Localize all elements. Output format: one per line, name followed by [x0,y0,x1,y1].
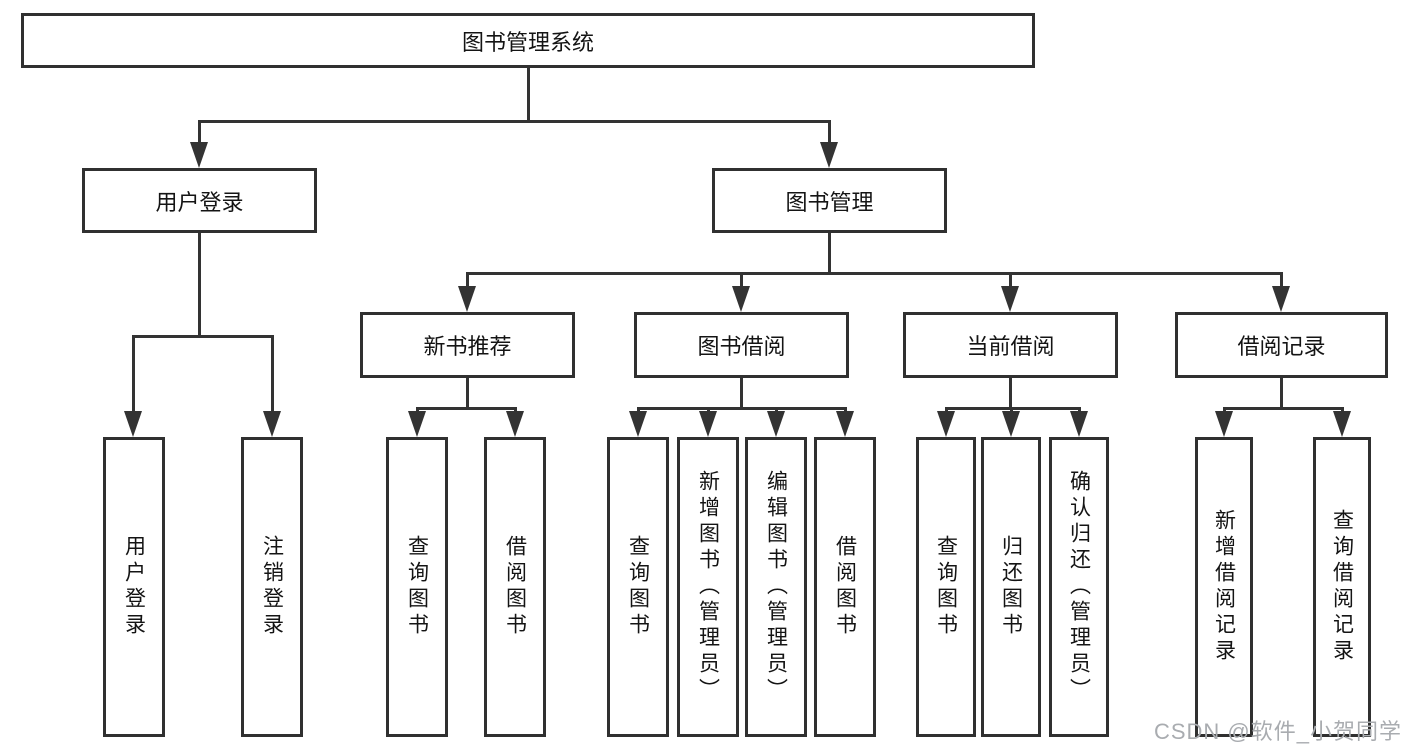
connector-book-mgmt-stem [828,233,831,272]
leaf-br-query-record: 查询借阅记录 [1313,437,1371,737]
connector-to-cb-confirm [1078,407,1081,413]
leaf-cb-confirm-return-admin: 确认归还（管理员） [1049,437,1109,737]
connector-to-bb-query [637,407,640,413]
connector-current-borrow-split [945,407,1081,410]
connector-book-mgmt-split [466,272,1283,275]
connector-to-bb-borrow [844,407,847,413]
arrowhead-cb-return-icon [1002,411,1020,437]
arrowhead-book-borrow-icon [732,286,750,312]
arrowhead-nb-borrow-icon [506,411,524,437]
node-user-login: 用户登录 [82,168,317,233]
arrowhead-book-mgmt-icon [820,142,838,168]
connector-new-book-split [416,407,517,410]
arrowhead-borrow-record-icon [1272,286,1290,312]
arrowhead-bb-edit-icon [767,411,785,437]
arrowhead-br-add-icon [1215,411,1233,437]
leaf-logout: 注销登录 [241,437,303,737]
arrowhead-leaf-logout-icon [263,411,281,437]
connector-to-br-query [1341,407,1344,413]
connector-to-new-book [466,272,469,288]
connector-to-book-borrow [740,272,743,288]
connector-book-borrow-stem [740,378,743,407]
leaf-bb-edit-book-admin: 编辑图书（管理员） [745,437,807,737]
node-book-management: 图书管理 [712,168,947,233]
arrowhead-user-login-icon [190,142,208,168]
arrowhead-leaf-user-login-icon [124,411,142,437]
connector-to-borrow-record [1280,272,1283,288]
arrowhead-bb-borrow-icon [836,411,854,437]
connector-borrow-record-split [1223,407,1344,410]
connector-user-login-stem [198,233,201,335]
leaf-cb-return-book: 归还图书 [981,437,1041,737]
connector-root-stem [527,68,530,120]
csdn-watermark: CSDN @软件_小贺同学 [1153,719,1402,744]
arrowhead-bb-add-icon [699,411,717,437]
arrowhead-bb-query-icon [629,411,647,437]
leaf-nb-query-book: 查询图书 [386,437,448,737]
leaf-cb-query-book: 查询图书 [916,437,976,737]
connector-user-login-split [132,335,274,338]
connector-to-bb-edit [775,407,778,413]
node-current-borrow: 当前借阅 [903,312,1118,378]
connector-to-bb-add [707,407,710,413]
arrowhead-new-book-icon [458,286,476,312]
node-borrow-record: 借阅记录 [1175,312,1388,378]
node-book-borrow: 图书借阅 [634,312,849,378]
connector-to-leaf-logout [271,335,274,415]
connector-to-cb-query [945,407,948,413]
leaf-bb-add-book-admin: 新增图书（管理员） [677,437,739,737]
arrowhead-current-borrow-icon [1001,286,1019,312]
leaf-br-add-record: 新增借阅记录 [1195,437,1253,737]
connector-to-nb-borrow [514,407,517,413]
connector-root-split [198,120,831,123]
connector-to-book-mgmt [828,120,831,146]
connector-new-book-stem [466,378,469,407]
connector-to-leaf-user-login [132,335,135,415]
connector-to-user-login [198,120,201,146]
node-new-book-recommend: 新书推荐 [360,312,575,378]
connector-to-current-borrow [1009,272,1012,288]
node-root-system: 图书管理系统 [21,13,1035,68]
connector-current-borrow-stem [1009,378,1012,407]
arrowhead-cb-query-icon [937,411,955,437]
arrowhead-cb-confirm-icon [1070,411,1088,437]
leaf-bb-borrow-book: 借阅图书 [814,437,876,737]
arrowhead-br-query-icon [1333,411,1351,437]
connector-to-cb-return [1010,407,1013,413]
connector-to-br-add [1223,407,1226,413]
connector-borrow-record-stem [1280,378,1283,407]
leaf-bb-query-book: 查询图书 [607,437,669,737]
arrowhead-nb-query-icon [408,411,426,437]
leaf-nb-borrow-book: 借阅图书 [484,437,546,737]
leaf-user-login: 用户登录 [103,437,165,737]
connector-book-borrow-split [637,407,847,410]
connector-to-nb-query [416,407,419,413]
